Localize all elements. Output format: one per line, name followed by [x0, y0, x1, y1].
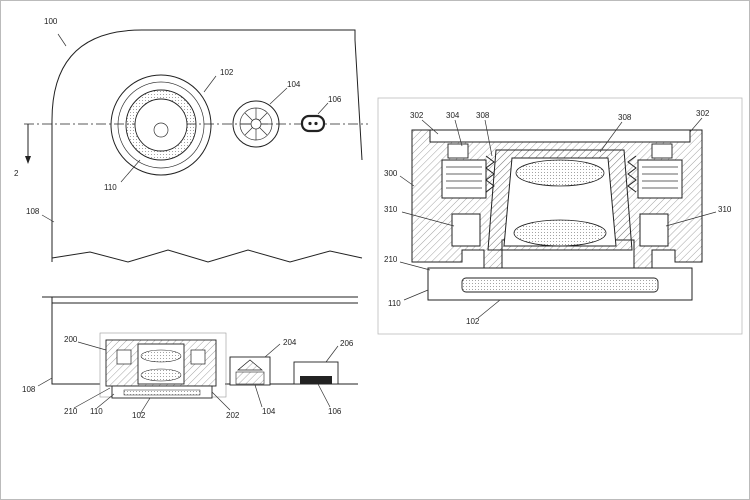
phone-housing-outline	[51, 29, 363, 262]
detail-holder-right	[639, 213, 669, 247]
flash-outer	[232, 100, 280, 148]
detail-cap-right	[651, 143, 673, 159]
label-housing: 108	[26, 207, 40, 216]
break-line	[51, 249, 363, 263]
camera-center	[153, 122, 169, 138]
label-detail-ring: 110	[388, 299, 401, 308]
detail-clip-left	[441, 159, 487, 199]
detail-window	[461, 277, 659, 293]
detail-clip-right	[637, 159, 683, 199]
label-detail-body: 300	[384, 169, 398, 178]
phone-view: 100 2 108 102 110 104 106	[14, 17, 368, 263]
label-camera: 102	[220, 68, 234, 77]
label-detail-clip-left: 302	[410, 111, 424, 120]
label-section-sensor: 106	[328, 407, 342, 416]
label-detail-seal: 210	[384, 255, 398, 264]
label-section-seal: 210	[64, 407, 78, 416]
label-section-window: 102	[132, 411, 146, 420]
label-module-b: 206	[340, 339, 354, 348]
label-detail-holder-right: 310	[718, 205, 732, 214]
label-section-bracket: 202	[226, 411, 240, 420]
sensor-dot-1	[308, 121, 312, 126]
detail-clip-left-lines	[446, 166, 482, 189]
label-detail-spring-right: 308	[476, 111, 490, 120]
camera-ring-2	[117, 81, 205, 169]
camera-lens	[134, 98, 188, 152]
label-flash: 104	[287, 80, 301, 89]
label-module-a: 204	[283, 338, 297, 347]
label-section-housing: 108	[22, 385, 36, 394]
detail-holder-left	[451, 213, 481, 247]
label-section-marker: 2	[14, 169, 19, 178]
label-detail-clip-right: 302	[696, 109, 710, 118]
label-detail-holder-left: 310	[384, 205, 398, 214]
sensor-outline	[300, 114, 326, 133]
section-leaders	[37, 341, 339, 415]
label-lens-ring: 110	[104, 183, 117, 192]
label-sensor: 106	[328, 95, 342, 104]
detail-clip-right-lines	[642, 166, 678, 189]
label-section-ring: 110	[90, 407, 103, 416]
section-housing-left	[51, 297, 100, 385]
sensor-dot-2	[314, 121, 318, 126]
section-arrow-head	[25, 156, 31, 164]
detail-lens-top	[515, 159, 605, 187]
detail-top-plate	[429, 129, 691, 143]
label-detail-spring-left: 304	[446, 111, 460, 120]
camera-outer-ring	[110, 74, 212, 176]
detail-leaders	[399, 117, 717, 319]
section-flash-module	[229, 356, 271, 386]
phone-leaders	[41, 33, 329, 223]
label-assembly: 200	[64, 335, 78, 344]
label-detail-window: 102	[466, 317, 480, 326]
detail-lens-bottom	[513, 219, 607, 247]
label-detail-lens-top: 308	[618, 113, 632, 122]
section-camera-module	[105, 339, 217, 399]
detail-spring-right	[627, 155, 637, 193]
detail-view: 302 304 308 308 302 300 310 310 210 110 …	[377, 97, 743, 335]
detail-cap-left	[447, 143, 469, 159]
section-sensor-module	[293, 361, 339, 385]
detail-spring-left	[485, 155, 495, 193]
label-section-flash: 104	[262, 407, 276, 416]
flash-hub	[250, 118, 262, 130]
section-view: 200 204 206 108 210 110 102 202 104 106	[22, 296, 358, 420]
label-device: 100	[44, 17, 58, 26]
